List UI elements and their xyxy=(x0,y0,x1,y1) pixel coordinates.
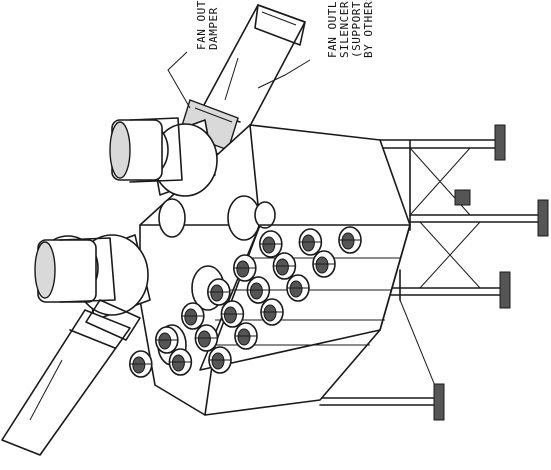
filter-cartridge-grid xyxy=(129,224,411,378)
callout-line: BY OTHERS) xyxy=(362,0,375,58)
callout-leaders xyxy=(167,51,311,109)
filter-cartridge xyxy=(208,346,232,374)
filter-cartridge xyxy=(181,302,205,330)
filter-cartridge xyxy=(272,252,297,280)
filter-cartridge xyxy=(258,230,283,258)
callout-line: (SUPPORTED xyxy=(350,0,363,58)
callout-line: DAMPER xyxy=(207,7,220,50)
svg-text:FAN OUTLET SILENCER: FAN OUTLET SILENCER (SUPPORTED BY OTHERS… xyxy=(326,0,375,58)
fan-lower xyxy=(34,234,151,321)
lower-outlet-duct xyxy=(1,299,141,456)
callout-line: FAN OUTLET xyxy=(326,0,339,58)
filter-cartridge xyxy=(155,326,179,354)
callout-line: SILENCER xyxy=(338,1,351,58)
callout-fan-outlet-damper: FAN OUTLET DAMPER xyxy=(195,0,220,50)
filter-cartridge xyxy=(207,278,231,306)
access-port xyxy=(254,201,276,229)
filter-cartridge xyxy=(246,276,271,304)
filter-cartridge xyxy=(338,226,362,254)
filter-cartridge xyxy=(260,298,284,326)
filter-cartridge xyxy=(220,300,245,328)
filter-cartridge xyxy=(168,348,193,376)
callout-line: FAN OUTLET xyxy=(195,0,208,50)
svg-text:FAN OUTLET DAMPER: FAN OUTLET DAMPER xyxy=(195,0,220,50)
support-legs xyxy=(433,124,549,421)
access-port xyxy=(158,198,186,238)
support-structure xyxy=(319,139,546,406)
filter-cartridge xyxy=(286,274,310,302)
fan-upper xyxy=(109,117,218,197)
filter-cartridge xyxy=(298,228,323,256)
callout-fan-outlet-silencer: FAN OUTLET SILENCER (SUPPORTED BY OTHERS… xyxy=(326,0,375,58)
filter-cartridge xyxy=(129,350,153,378)
filter-cartridge xyxy=(234,322,258,350)
filter-cartridge xyxy=(233,254,257,282)
filter-cartridge xyxy=(312,250,336,278)
filter-cartridge xyxy=(194,324,219,352)
